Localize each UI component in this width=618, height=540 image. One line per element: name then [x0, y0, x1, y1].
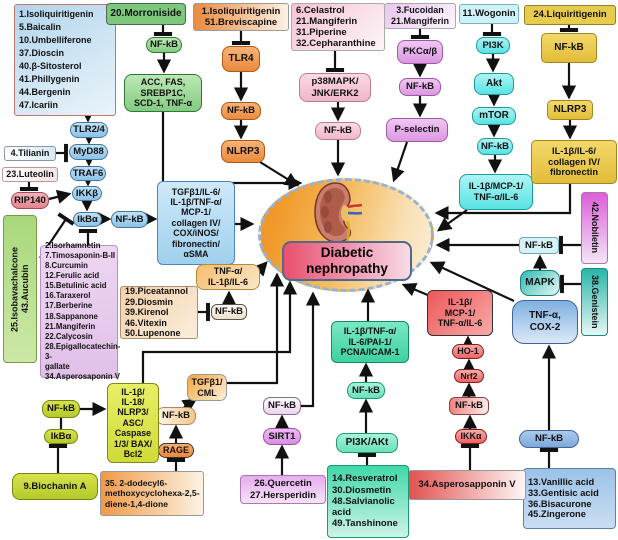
node-nfkb-rage: NF-kB [156, 407, 196, 425]
node-nfkb-biochanin: NF-kB [42, 400, 80, 418]
output-il1b-mcp1-cyan: IL-1β/MCP-1/ TNF-α/IL-6 [459, 174, 533, 210]
compound-group-vanillic-list: 13.Vanillic acid 33.Gentisic acid 36.Bis… [523, 468, 616, 529]
output-acc-fas: ACC, FAS, SREBP1C, SCD-1, TNF-α [124, 74, 202, 112]
activation-arrows [48, 53, 578, 475]
node-nrf2: Nrf2 [454, 369, 484, 383]
compound-quercetin-hersperidin: 26.Quercetin 27.Hersperidin [240, 475, 326, 504]
compound-dodecyl-dione: 35. 2-dodecyl6- methoxycyclohexa-2,5- di… [100, 471, 204, 516]
node-ikka: IKKα [455, 429, 487, 444]
node-sirt1: SIRT1 [263, 428, 301, 445]
node-tlr4: TLR4 [222, 46, 260, 72]
output-tgfb1-cml: TGFβ1/ CML [187, 374, 227, 401]
node-akt: Akt [474, 73, 514, 95]
node-ho1: HO-1 [452, 344, 484, 359]
compound-biochanin-a: 9.Biochanin A [12, 473, 98, 500]
compound-morroniside: 20.Morroniside [106, 3, 186, 25]
compound-group-ikba-list: 2.Isorhamnetin 7.Timosaponin-B-II 8.Curc… [40, 241, 120, 381]
node-mapk: MAPK [520, 270, 560, 296]
node-nfkb-left: NF-kB [111, 211, 148, 228]
node-rage: RAGE [158, 443, 194, 458]
compound-fucoidan-mangiferin: 3.Fucoidan 21.Mangiferin [384, 3, 456, 29]
compound-wogonin: 11.Wogonin [459, 4, 519, 24]
output-tnf-il1b-il6: TNF-α/ IL-1β/IL-6 [196, 264, 260, 290]
node-nfkb-sirt1: NF-kB [263, 397, 301, 415]
compound-celastrol-list: 6.Celastrol 21.Mangiferin 31.Piperine 32… [291, 3, 385, 51]
node-ikba-biochanin: IkBα [44, 429, 78, 444]
node-ikba: IkBα [73, 212, 102, 227]
node-nlrp3-tlr4: NLRP3 [221, 140, 265, 163]
node-traf6: TRAF6 [70, 166, 106, 181]
kidney-icon [314, 182, 362, 244]
node-rip140: RIP140 [11, 192, 49, 209]
compound-luteolin: 23.Luteolin [2, 167, 58, 182]
node-p38mapk-jnk-erk2: p38MAPK/ JNK/ERK2 [299, 73, 371, 102]
diabetic-nephropathy-label: Diabetic nephropathy [282, 241, 412, 281]
output-tnf-cox2: TNF-α, COX-2 [512, 300, 578, 344]
node-nfkb-asperosapponin: NF-kB [449, 397, 489, 415]
output-il1b-tnf-pai1: IL-1β/TNF-α/ IL-6/PAI-1/ PCNA/ICAM-1 [331, 321, 409, 363]
compound-nobiletin: 42.Nobiletin [581, 192, 608, 264]
node-nfkb-morroniside: NF-kB [146, 37, 182, 53]
node-nfkb-nobiletin: NF-kB [519, 237, 559, 254]
node-pkc-ab: PKCα/β [397, 40, 443, 64]
node-nfkb-p38: NF-kB [315, 122, 361, 140]
node-pi3k-akt: PI3K/AKt [336, 433, 398, 453]
compound-asperosapponin-v: 34.Asperosapponin V [408, 470, 526, 500]
output-tgfb1-big: TGFβ1/IL-6/ IL-1β/TNF-α/ MCP-1/ collagen… [157, 181, 235, 265]
node-nfkb-pkc: NF-kB [399, 78, 441, 96]
inhibition-bars [19, 24, 581, 473]
node-pi3k: PI3K [476, 37, 510, 54]
node-nfkb-mtor: NF-kB [477, 138, 513, 155]
node-nfkb-resveratrol: NF-kB [347, 382, 385, 399]
compound-tilianin: 4.Tilianin [4, 146, 56, 161]
node-tlr2-4: TLR2/4 [70, 122, 108, 138]
node-ikkb: IKKβ [72, 186, 102, 201]
compound-isoliquiritigenin-breviscapine: 1.Isoliquiritigenin 51.Breviscapine [193, 3, 289, 31]
node-mtor: mTOR [472, 107, 516, 125]
output-il1b-mcp1-red: IL-1β/ MCP-1/ TNF-α/IL-6 [427, 290, 493, 336]
compound-isobavachalcone-aucubin: 25.Isobavachalcone 43.Aucubin [3, 215, 37, 363]
node-nfkb-piceatannol: NF-kB [211, 304, 247, 320]
compound-group-resveratrol-list: 14.Resveratrol 30.Diosmetin 48.Salvianol… [327, 465, 409, 538]
node-nfkb-tlr4: NF-kB [221, 102, 261, 120]
compound-liquiritigenin: 24.Liquiritigenin [524, 5, 616, 25]
node-myd88: MyD88 [69, 144, 108, 160]
node-nlrp3-liquiritigenin: NLRP3 [547, 100, 593, 120]
output-il1b-il6-collagen: IL-1β/IL-6/ collagen IV/ fibronectin [531, 140, 617, 184]
node-nfkb-liquiritigenin: NF-kB [541, 33, 597, 63]
compound-group-piceatannol-list: 19.Piceatannol 29.Diosmin 39.Kirenol 46.… [120, 286, 198, 339]
compound-genistein: 38.Genistein [581, 268, 608, 336]
compound-group-tlr-list: 1.Isoliquiritigenin 5.Baicalin 10.Umbell… [14, 4, 116, 116]
output-il1b-il18-nlrp3: IL-1β/ IL-18/ NLRP3/ ASC/ Caspase 1/3/ B… [107, 383, 159, 463]
node-nfkb-vanillic: NF-kB [519, 430, 579, 448]
node-p-selectin: P-selectin [386, 118, 448, 142]
